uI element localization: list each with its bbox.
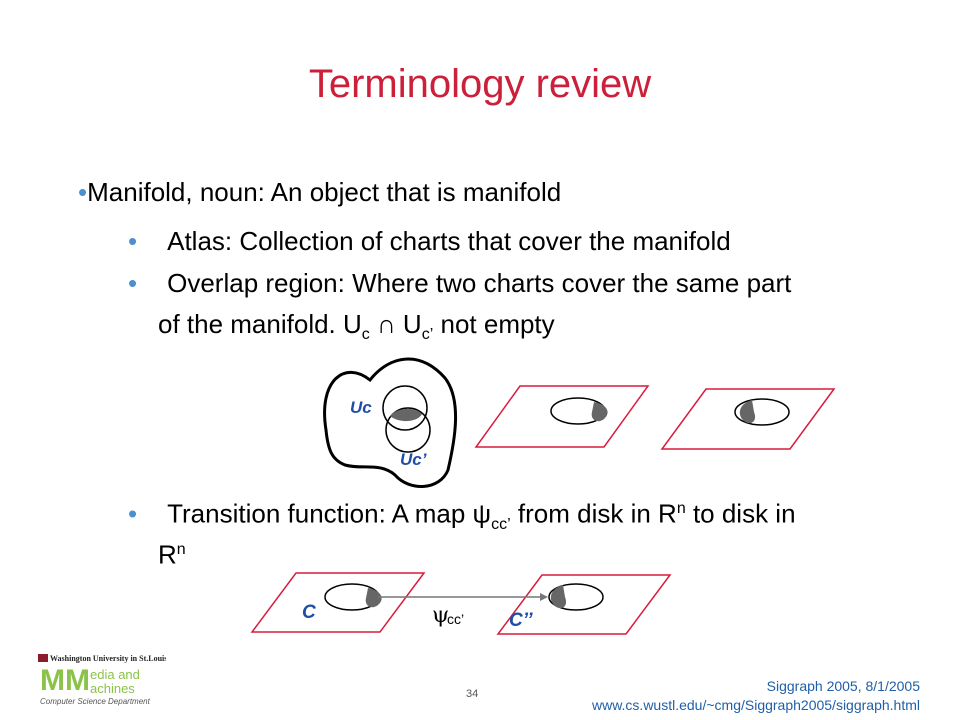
- bullet-manifold: •Manifold, noun: An object that is manif…: [78, 177, 561, 207]
- chart-circle-uc: [382, 385, 428, 431]
- bullet-manifold-text: Manifold, noun: An object that is manifo…: [87, 177, 562, 207]
- transition-psi-sub: cc’: [491, 515, 511, 533]
- chart-plane-cpp: [496, 574, 672, 635]
- bullet-dot: •: [128, 226, 138, 256]
- bullet-atlas: • Atlas: Collection of charts that cover …: [128, 226, 731, 256]
- label-ucp: Uc’: [400, 450, 427, 469]
- overlap-region: [390, 408, 422, 422]
- bullet-transition-line2: Rn: [158, 535, 186, 570]
- bullet-overlap-line2: of the manifold. Uc ∩ Uc’ not empty: [158, 309, 555, 350]
- svg-text:edia and: edia and: [90, 667, 140, 682]
- chart-plane-2: [660, 388, 836, 450]
- transition-mid: from disk in R: [510, 498, 677, 529]
- svg-text:MM: MM: [40, 664, 90, 697]
- bullet-dot: •: [128, 268, 138, 298]
- manifold-blob: [323, 357, 457, 488]
- chart-patch-cpp: [550, 585, 567, 609]
- overlap-sub2: c’: [421, 326, 434, 344]
- label-uc: Uc: [350, 398, 372, 417]
- overlap-prefix: of the manifold. U: [158, 309, 362, 339]
- transition-psi: ψ: [472, 498, 492, 529]
- svg-text:achines: achines: [90, 681, 135, 696]
- label-psi-sub: cc’: [447, 611, 464, 627]
- overlap-mid: ∩ U: [369, 309, 422, 339]
- footer-conference: Siggraph 2005, 8/1/2005: [766, 678, 920, 694]
- chart-disk-2: [734, 398, 790, 426]
- chart-plane-c: [250, 572, 426, 633]
- slide-title: Terminology review: [308, 62, 652, 106]
- chart-patch-1: [591, 402, 608, 422]
- transition-prefix: Transition function: A map: [167, 498, 473, 529]
- label-psi: ψ: [432, 603, 449, 628]
- bullet-overlap-text: Overlap region: Where two charts cover t…: [167, 268, 792, 298]
- chart-patch-c: [365, 588, 382, 608]
- label-cpp: C’’: [509, 610, 533, 631]
- page-number: 34: [466, 688, 479, 700]
- chart-circle-ucp: [385, 407, 431, 453]
- wustl-media-machines-logo: Washington University in St.Louis MM edi…: [38, 654, 166, 706]
- transition-line2-sup: n: [176, 541, 186, 558]
- chart-plane-1: [474, 385, 650, 448]
- chart-patch-2: [739, 400, 756, 424]
- transition-sup: n: [676, 500, 686, 517]
- svg-text:Computer Science Department: Computer Science Department: [40, 697, 151, 706]
- label-c: C: [302, 602, 316, 623]
- overlap-sub1: c: [361, 326, 370, 344]
- chart-disk-cpp: [548, 583, 604, 611]
- footer-info: Siggraph 2005, 8/1/2005 www.cs.wustl.edu…: [592, 677, 920, 715]
- bullet-overlap: • Overlap region: Where two charts cover …: [128, 268, 791, 298]
- bullet-dot: •: [78, 177, 88, 207]
- footer-url[interactable]: www.cs.wustl.edu/~cmg/Siggraph2005/siggr…: [591, 697, 920, 713]
- bullet-transition: • Transition function: A map ψcc’ from di…: [128, 494, 796, 540]
- transition-suffix: to disk in: [685, 498, 796, 529]
- svg-text:Washington University in St.Lo: Washington University in St.Louis: [50, 654, 166, 663]
- transition-line2: R: [158, 539, 177, 570]
- bullet-atlas-text: Atlas: Collection of charts that cover t…: [167, 226, 731, 256]
- overlap-suffix: not empty: [433, 309, 555, 339]
- transition-arrowhead: [540, 593, 548, 601]
- bullet-dot: •: [128, 498, 138, 529]
